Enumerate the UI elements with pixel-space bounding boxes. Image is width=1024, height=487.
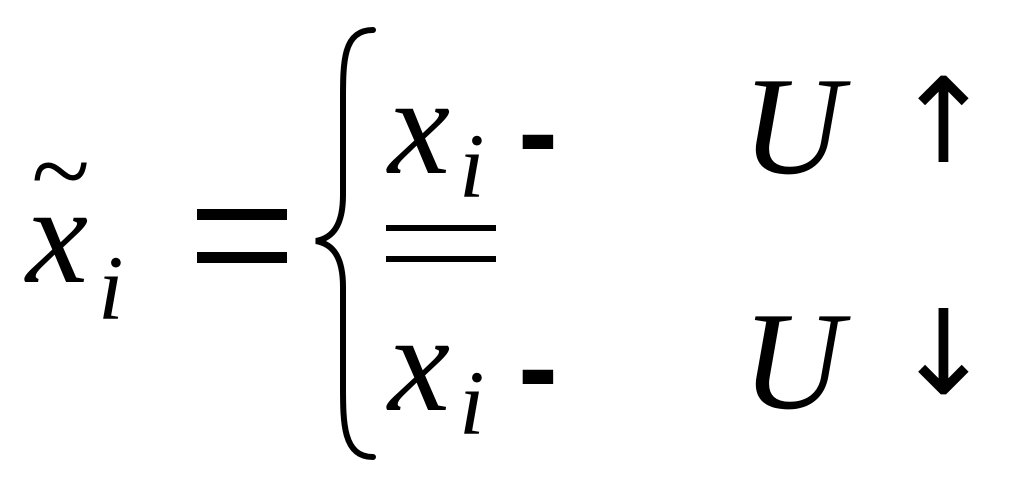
case-bottom-minus: - xyxy=(518,300,558,434)
case-bottom-set: U xyxy=(742,284,844,439)
case-bottom-subscript: i xyxy=(459,352,485,454)
case-top-set: U xyxy=(742,49,844,204)
down-arrow-icon: ↓ xyxy=(894,284,993,422)
case-top-minus: - xyxy=(518,65,558,199)
double-rule-bottom xyxy=(386,256,496,262)
equals-bar-top xyxy=(197,209,287,220)
double-rule-top xyxy=(386,225,496,231)
lhs-tilde: ~ xyxy=(30,112,89,231)
lhs-subscript: i xyxy=(98,237,124,339)
brace-path xyxy=(315,27,376,460)
lhs-variable: x xyxy=(26,158,89,313)
up-arrow-icon: ↑ xyxy=(894,52,993,190)
equals-bar-bottom xyxy=(197,252,287,263)
case-top-subscript: i xyxy=(459,115,485,217)
case-bottom-variable: x xyxy=(388,286,451,441)
case-top-variable: x xyxy=(388,49,451,204)
